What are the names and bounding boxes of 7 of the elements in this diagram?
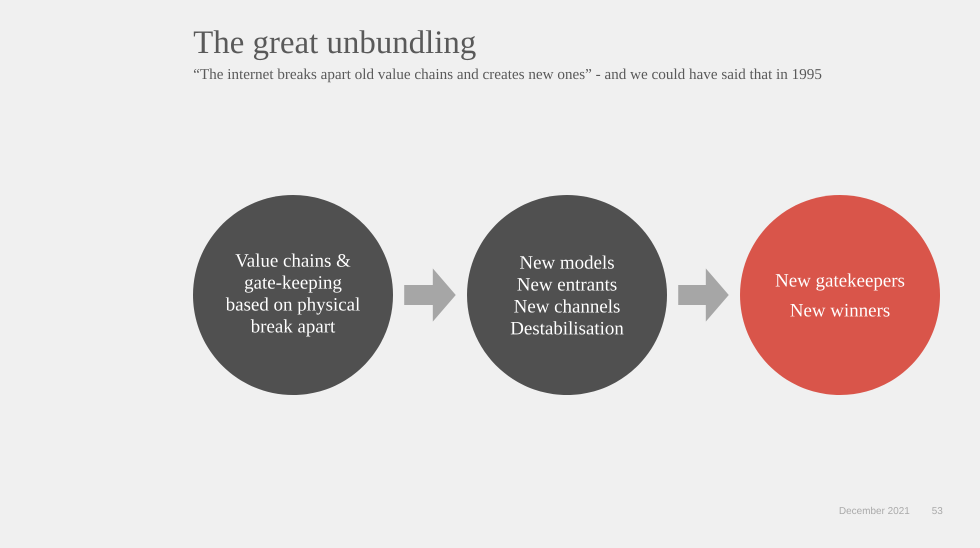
circle-node: Value chains & gate-keeping based on physical break apart: [193, 195, 393, 395]
footer-date: December 2021: [840, 506, 910, 514]
page-number: 53: [932, 507, 942, 514]
subtitle: “The internet breaks apart old value chains and creates new ones” - and we could have said that in 1995: [194, 68, 822, 82]
circle-node: New models New entrants New channels Destabilisation: [467, 195, 667, 395]
title: The great unbundling: [194, 30, 476, 60]
circle-node: New gatekeepers New winners: [740, 195, 940, 395]
